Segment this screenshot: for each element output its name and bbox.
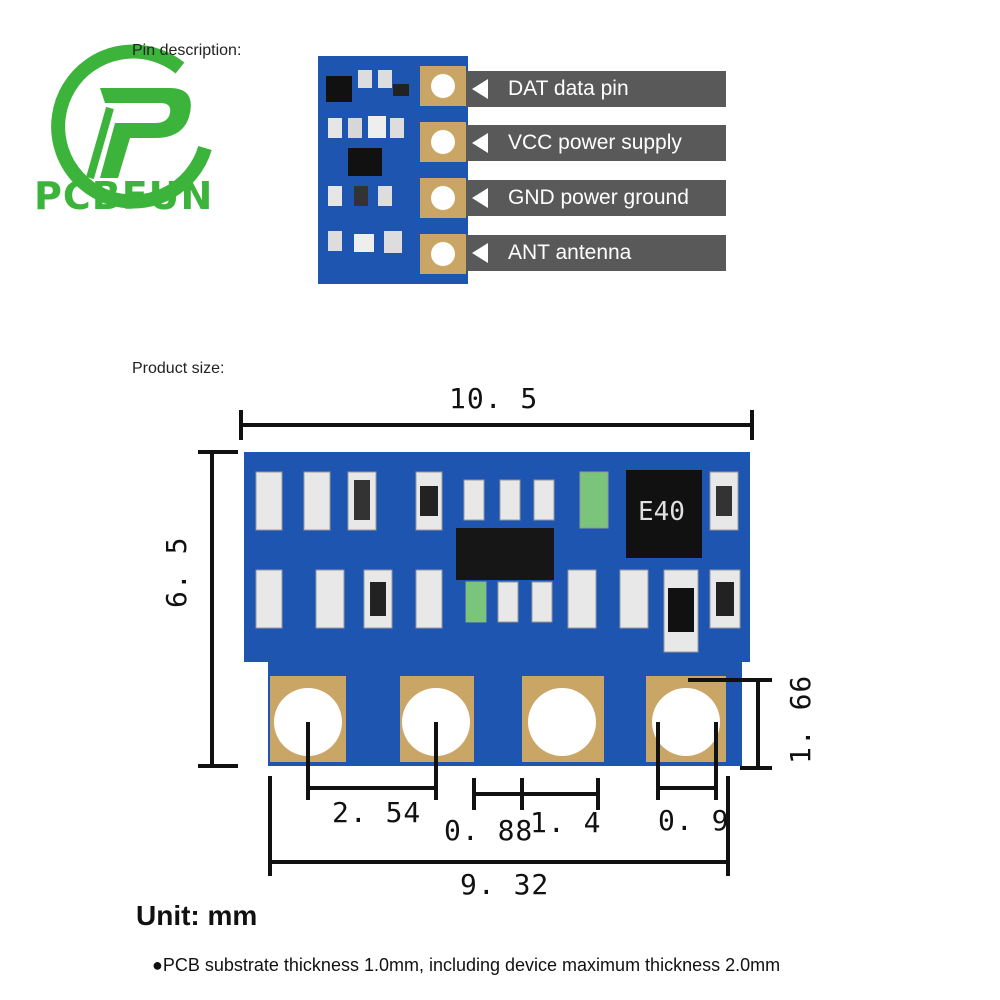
pin-section-label: Pin description: [132,42,242,59]
dim-pad-height: 1. 66 [784,674,817,764]
module-board-large: E40 [240,450,752,770]
pin-label: GND power ground [508,186,689,209]
dim-hole: 0. 9 [658,804,730,837]
size-section-label: Product size: [132,360,225,377]
dim-height: 6. 5 [160,536,193,608]
arrow-left-icon [472,79,488,99]
dim-width: 10. 5 [449,382,539,415]
pin-label: VCC power supply [508,131,682,154]
pin-row-gnd: GND power ground [466,180,726,216]
pin-row-ant: ANT antenna [466,235,726,271]
brand-name: PCBFUN [34,174,214,218]
dim-span: 9. 32 [460,868,550,901]
thickness-note: ●PCB substrate thickness 1.0mm, includin… [152,955,781,975]
dim-pin-pitch: 2. 54 [332,796,422,829]
pin-row-dat: DAT data pin [466,71,726,107]
chip-marking: E40 [638,497,685,527]
arrow-left-icon [472,243,488,263]
pin-row-vcc: VCC power supply [466,125,726,161]
logo-mark-icon [51,44,212,209]
dim-gap-b: 1. 4 [530,806,602,839]
brand-logo: PCBFUN [30,28,230,228]
arrow-left-icon [472,188,488,208]
pin-label: DAT data pin [508,77,629,100]
dim-gap-a: 0. 88 [444,814,534,847]
pin-label: ANT antenna [508,241,632,264]
arrow-left-icon [472,133,488,153]
unit-label: Unit: mm [136,900,258,931]
module-photo-small [318,56,468,284]
